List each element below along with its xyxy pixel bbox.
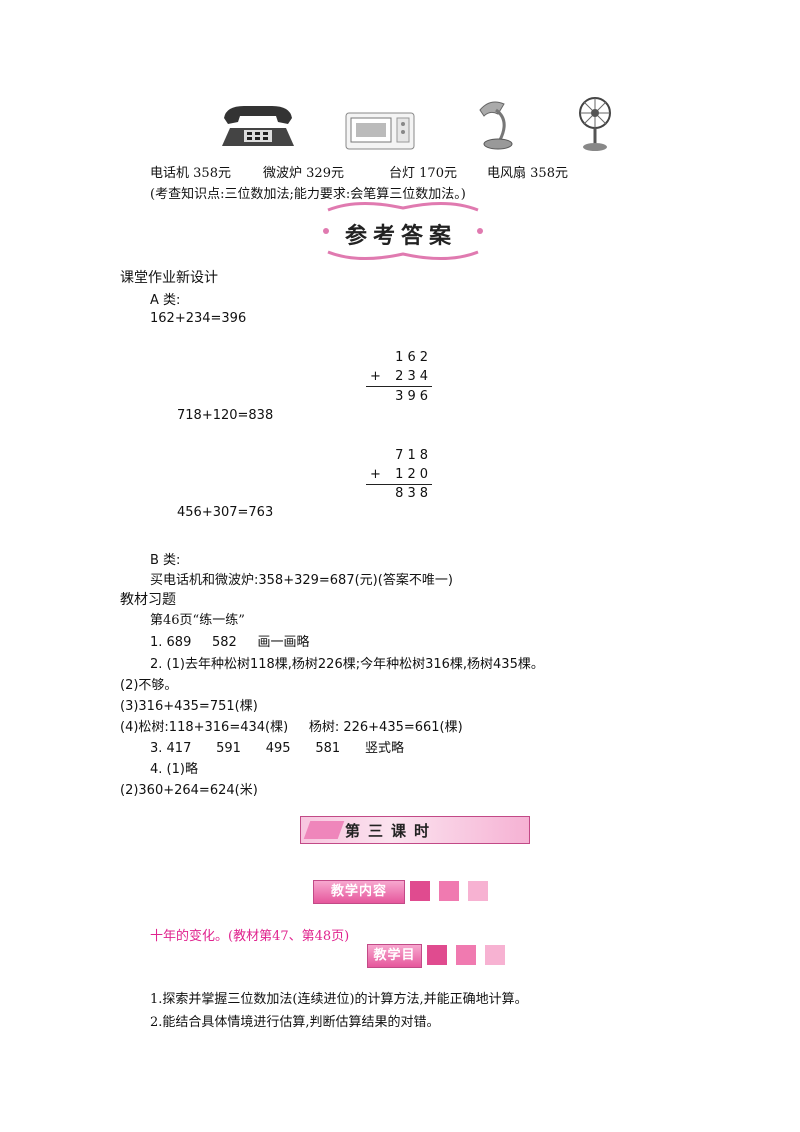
product-label-fan: 电风扇 358元 (487, 166, 568, 181)
vertical-1-op: + (370, 369, 381, 384)
vertical-2-top: 718 (395, 448, 432, 463)
section-title-textbook: 教材习题 (120, 592, 176, 608)
goal-tag-square-3 (485, 945, 505, 965)
exercise-line-6: 3. 417 591 495 581 竖式略 (150, 741, 404, 756)
category-a-label: A 类: (150, 293, 181, 308)
vertical-1-mid: 234 (395, 369, 432, 384)
content-tag-square-1 (410, 881, 430, 901)
vertical-2-rule (366, 484, 432, 485)
telephone-icon (222, 106, 294, 146)
section-title-classwork: 课堂作业新设计 (120, 270, 218, 286)
product-label-lamp: 台灯 170元 (389, 166, 457, 181)
page-reference: 第46页“练一练” (150, 613, 245, 628)
goal-tag: 教学目标 (367, 944, 422, 985)
fan-icon (579, 97, 611, 151)
answer-banner-ornament (323, 201, 483, 261)
answer-banner: 参考答案 (345, 223, 458, 249)
knowledge-note: (考查知识点:三位数加法;能力要求:会笔算三位数加法。) (150, 187, 466, 202)
equation-2: 718+120=838 (177, 408, 274, 423)
category-b-text: 买电话机和微波炉:358+329=687(元)(答案不唯一) (150, 573, 453, 588)
vertical-1-top: 162 (395, 350, 432, 365)
lesson-banner-deco (303, 821, 345, 839)
vertical-1-rule (366, 386, 432, 387)
exercise-line-1: 1. 689 582 画一画略 (150, 635, 310, 650)
goal-item-2: 2.能结合具体情境进行估算,判断估算结果的对错。 (150, 1015, 440, 1030)
exercise-line-5: (4)松树:118+316=434(棵) 杨树: 226+435=661(棵) (120, 720, 463, 735)
lesson-banner-title: 第三课时 (345, 822, 438, 840)
goal-tag-square-1 (427, 945, 447, 965)
content-tag-square-2 (439, 881, 459, 901)
content-tag-square-3 (468, 881, 488, 901)
exercise-line-4: (3)316+435=751(棵) (120, 699, 258, 714)
goal-tag-square-2 (456, 945, 476, 965)
category-b-label: B 类: (150, 553, 181, 568)
exercise-line-7: 4. (1)略 (150, 762, 198, 777)
vertical-2-mid: 120 (395, 467, 432, 482)
exercise-line-8: (2)360+264=624(米) (120, 783, 258, 798)
vertical-2-op: + (370, 467, 381, 482)
content-text: 十年的变化。(教材第47、第48页) (150, 929, 350, 944)
exercise-line-2: 2. (1)去年种松树118棵,杨树226棵;今年种松树316棵,杨树435棵。 (150, 657, 544, 672)
product-label-microwave: 微波炉 329元 (263, 166, 344, 181)
exercise-line-3: (2)不够。 (120, 678, 178, 693)
product-label-phone: 电话机 358元 (150, 166, 231, 181)
lesson-banner: 第三课时 (300, 816, 530, 844)
vertical-1-result: 396 (395, 389, 432, 404)
content-tag: 教学内容 (313, 880, 405, 904)
goal-item-1: 1.探索并掌握三位数加法(连续进位)的计算方法,并能正确地计算。 (150, 992, 528, 1007)
vertical-2-result: 838 (395, 486, 432, 501)
equation-1: 162+234=396 (150, 311, 247, 326)
equation-3: 456+307=763 (177, 505, 274, 520)
microwave-icon (345, 112, 415, 150)
lamp-icon (479, 101, 513, 150)
